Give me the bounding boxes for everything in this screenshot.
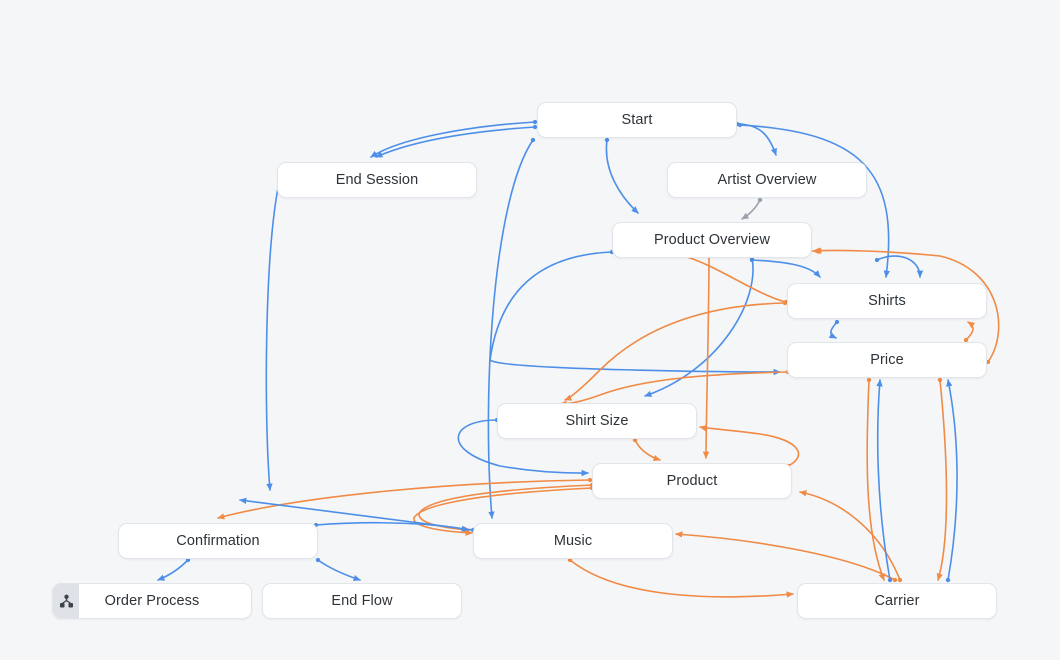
node-shirts[interactable]: Shirts xyxy=(787,283,987,319)
node-end_flow[interactable]: End Flow xyxy=(262,583,462,619)
node-label-end_flow: End Flow xyxy=(331,592,393,609)
node-start[interactable]: Start xyxy=(537,102,737,138)
node-end_session[interactable]: End Session xyxy=(277,162,477,198)
node-label-product: Product xyxy=(666,472,718,489)
node-price[interactable]: Price xyxy=(787,342,987,378)
node-label-product_overview: Product Overview xyxy=(653,231,771,248)
node-product[interactable]: Product xyxy=(592,463,792,499)
node-shirt_size[interactable]: Shirt Size xyxy=(497,403,697,439)
node-label-shirt_size: Shirt Size xyxy=(565,412,629,429)
node-label-carrier: Carrier xyxy=(874,592,920,609)
node-label-price: Price xyxy=(870,351,904,368)
hierarchy-icon xyxy=(53,584,79,618)
node-order_process[interactable]: Order Process xyxy=(52,583,252,619)
node-confirmation[interactable]: Confirmation xyxy=(118,523,318,559)
node-label-music: Music xyxy=(553,532,593,549)
node-label-end_session: End Session xyxy=(335,171,419,188)
node-label-order_process: Order Process xyxy=(104,592,200,609)
node-carrier[interactable]: Carrier xyxy=(797,583,997,619)
node-music[interactable]: Music xyxy=(473,523,673,559)
node-product_overview[interactable]: Product Overview xyxy=(612,222,812,258)
node-label-start: Start xyxy=(621,111,653,128)
node-label-confirmation: Confirmation xyxy=(176,532,260,549)
node-artist_overview[interactable]: Artist Overview xyxy=(667,162,867,198)
node-label-shirts: Shirts xyxy=(868,292,906,309)
node-label-artist_overview: Artist Overview xyxy=(717,171,817,188)
